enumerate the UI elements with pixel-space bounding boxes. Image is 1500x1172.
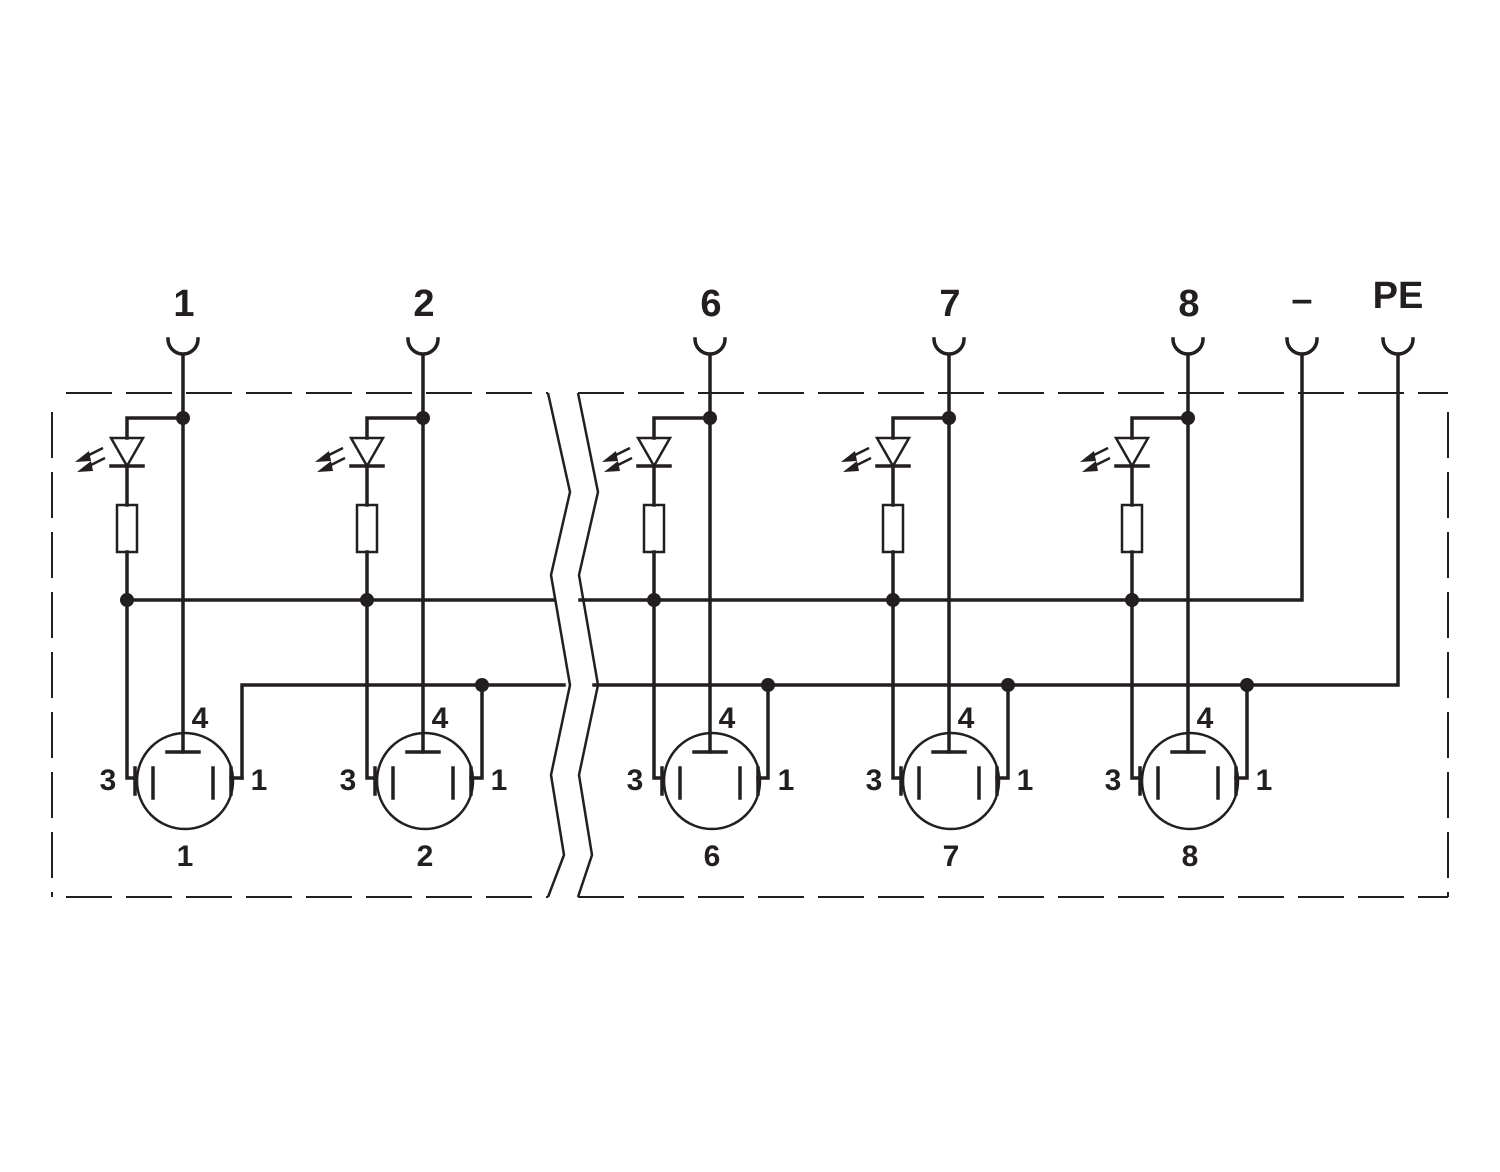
pin1-wire xyxy=(469,683,484,780)
light-arrows-icon xyxy=(75,446,106,472)
bus-lines xyxy=(125,353,1400,780)
pin3-wire xyxy=(652,550,664,780)
minus-terminal-socket xyxy=(1285,337,1319,356)
light-arrows-icon xyxy=(602,446,633,472)
pin4-label: 4 xyxy=(958,702,975,735)
pe-bus-right xyxy=(592,353,1400,687)
enclosure-boundary xyxy=(51,392,1449,898)
connector-circle xyxy=(662,731,762,831)
junction-dot xyxy=(1181,411,1195,425)
led-branch xyxy=(125,416,185,440)
terminal-label: 6 xyxy=(700,283,721,325)
terminal-socket xyxy=(1171,337,1205,356)
pin4-label: 4 xyxy=(192,702,209,735)
minus-junction-dot xyxy=(360,593,374,607)
pin1-label: 1 xyxy=(778,764,795,797)
light-arrows-icon xyxy=(841,446,872,472)
led-icon xyxy=(874,436,912,469)
light-arrows-icon xyxy=(315,446,346,472)
pin1-wire xyxy=(995,683,1010,780)
resistor-icon xyxy=(355,503,379,554)
pin1-label: 1 xyxy=(491,764,508,797)
pin3-wire xyxy=(365,550,377,780)
pin1-wire xyxy=(1234,683,1249,780)
junction-dot xyxy=(942,411,956,425)
resistor-icon xyxy=(115,503,139,554)
light-arrows-icon xyxy=(1080,446,1111,472)
bus-terminals: – PE xyxy=(1285,275,1424,356)
resistor-icon xyxy=(881,503,905,554)
led-branch xyxy=(1130,416,1190,440)
channel-1: 1 4 3 1 1 xyxy=(75,283,267,873)
resistor-icon xyxy=(1120,503,1144,554)
pe-terminal-label: PE xyxy=(1373,275,1424,317)
minus-junction-dot xyxy=(1125,593,1139,607)
led-icon xyxy=(348,436,386,469)
terminal-socket xyxy=(932,337,966,356)
minus-terminal-label: – xyxy=(1291,279,1312,321)
led-branch xyxy=(652,416,712,440)
minus-bus-right xyxy=(578,353,1304,602)
terminal-socket xyxy=(693,337,727,356)
minus-junction-dot xyxy=(886,593,900,607)
connector-label: 6 xyxy=(704,840,721,873)
pin3-label: 3 xyxy=(627,764,644,797)
pin4-label: 4 xyxy=(719,702,736,735)
pe-bus-left xyxy=(240,683,566,780)
pin4-label: 4 xyxy=(1197,702,1214,735)
terminal-socket xyxy=(166,337,200,356)
led-icon xyxy=(635,436,673,469)
pin3-label: 3 xyxy=(340,764,357,797)
pin3-label: 3 xyxy=(1105,764,1122,797)
pe-terminal-socket xyxy=(1381,337,1415,356)
connector-label: 1 xyxy=(177,840,194,873)
pin3-wire xyxy=(1130,550,1142,780)
break-line-right xyxy=(576,392,600,898)
pe-junction-dot xyxy=(761,678,775,692)
channel-3: 6 4 3 1 6 xyxy=(602,283,794,873)
pin3-label: 3 xyxy=(100,764,117,797)
terminal-socket xyxy=(406,337,440,356)
led-icon xyxy=(1113,436,1151,469)
pin3-wire xyxy=(891,550,903,780)
pin3-label: 3 xyxy=(866,764,883,797)
led-branch xyxy=(891,416,951,440)
led-branch xyxy=(365,416,425,440)
minus-junction-dot xyxy=(647,593,661,607)
pe-junction-dot xyxy=(475,678,489,692)
channels: 1 4 3 1 1 2 4 3 1 2 6 4 3 1 6 7 4 3 1 7 8 4 3 1 8 xyxy=(75,283,1272,873)
channel-2: 2 4 3 1 2 xyxy=(315,283,507,873)
terminal-label: 1 xyxy=(173,283,194,325)
pin1-label: 1 xyxy=(251,764,268,797)
resistor-icon xyxy=(642,503,666,554)
junction-dot xyxy=(703,411,717,425)
pin3-wire xyxy=(125,550,137,780)
junction-dot xyxy=(176,411,190,425)
connector-label: 7 xyxy=(943,840,960,873)
terminal-label: 2 xyxy=(413,283,434,325)
pin1-label: 1 xyxy=(1017,764,1034,797)
connector-circle xyxy=(135,731,235,831)
connector-circle xyxy=(901,731,1001,831)
terminal-label: 8 xyxy=(1178,283,1199,325)
break-line-left xyxy=(546,392,572,898)
pin1-wire xyxy=(756,683,770,780)
pe-junction-dot xyxy=(1240,678,1254,692)
minus-junction-dot xyxy=(120,593,134,607)
pin1-label: 1 xyxy=(1256,764,1273,797)
connector-label: 2 xyxy=(417,840,434,873)
pe-junction-dot xyxy=(1001,678,1015,692)
connector-circle xyxy=(1140,731,1240,831)
connector-circle xyxy=(375,731,475,831)
channel-4: 7 4 3 1 7 xyxy=(841,283,1033,873)
channel-5: 8 4 3 1 8 xyxy=(1080,283,1272,873)
pin4-label: 4 xyxy=(432,702,449,735)
junction-dot xyxy=(416,411,430,425)
connector-label: 8 xyxy=(1182,840,1199,873)
terminal-label: 7 xyxy=(939,283,960,325)
led-icon xyxy=(108,436,146,469)
